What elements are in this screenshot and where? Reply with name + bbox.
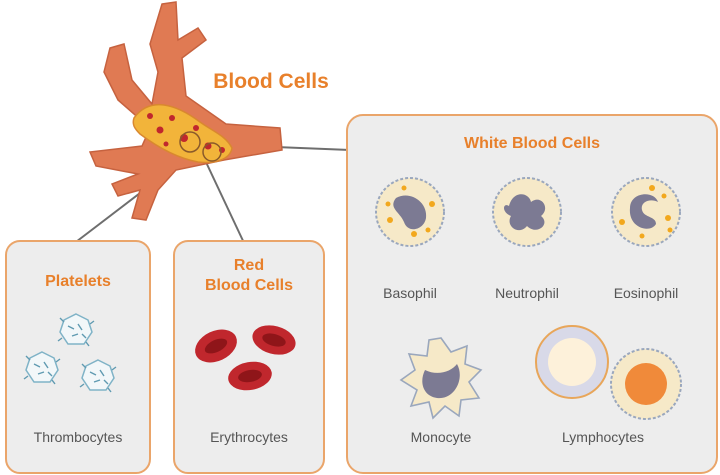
red-blood-cells-panel	[173, 240, 325, 474]
erythrocyte	[252, 325, 296, 355]
white-blood-cells-panel	[346, 114, 718, 474]
erythrocyte-illustrations	[195, 325, 296, 391]
neutrophil-label: Neutrophil	[495, 285, 559, 301]
lymphocyte-illustration	[535, 325, 609, 399]
basophil-label: Basophil	[383, 285, 437, 301]
thrombocytes-label: Thrombocytes	[33, 429, 123, 445]
platelets-panel	[5, 240, 151, 474]
platelet	[79, 359, 117, 393]
neutrophil-illustration	[492, 177, 562, 247]
lymphocyte-illustration	[610, 348, 682, 420]
platelet	[57, 313, 95, 347]
platelets-panel-title: Platelets	[45, 273, 111, 290]
connector-to-red-cells	[204, 159, 246, 246]
platelet	[23, 351, 61, 385]
monocyte-illustration	[399, 337, 483, 420]
eosinophil-label: Eosinophil	[613, 285, 679, 301]
diagram-title: Blood Cells	[213, 70, 329, 93]
erythrocyte	[228, 361, 272, 391]
white-blood-cells-title: White Blood Cells	[464, 135, 600, 152]
red-blood-cells-title-line1: Red	[233, 257, 265, 274]
blood-vessel-illustration	[88, 1, 283, 221]
basophil-illustration	[375, 177, 445, 247]
monocyte-label: Monocyte	[410, 429, 472, 445]
erythrocyte	[195, 329, 237, 363]
eosinophil-illustration	[611, 177, 681, 247]
platelet-illustrations	[23, 313, 117, 393]
lymphocytes-label: Lymphocytes	[562, 429, 644, 445]
red-blood-cells-title-line2: Blood Cells	[204, 277, 293, 294]
erythrocytes-label: Erythrocytes	[210, 429, 288, 445]
vessel-highlight-rings	[179, 131, 222, 162]
vessel-branches	[88, 1, 283, 221]
